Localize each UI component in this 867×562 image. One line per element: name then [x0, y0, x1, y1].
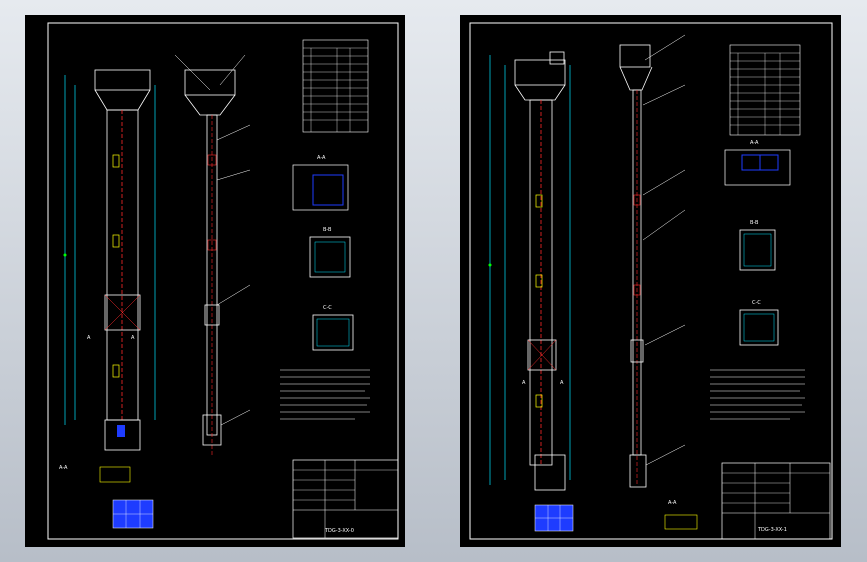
- parts-table: [729, 44, 801, 136]
- view-label: A-A: [668, 500, 677, 506]
- title-block: [292, 459, 399, 539]
- section-views: [724, 149, 791, 346]
- drawing-code: TDG-3-XX-1: [758, 527, 787, 533]
- foundation-detail: [99, 466, 154, 529]
- sheet-border: [469, 22, 833, 540]
- elevator-front-view: [63, 69, 156, 451]
- casing: [106, 109, 139, 421]
- section-label: A-A: [317, 155, 326, 161]
- drawing-left-svg: [47, 22, 399, 540]
- title-block: [721, 462, 831, 540]
- sheet-border: [47, 22, 399, 540]
- section-label: B-B: [323, 227, 332, 233]
- drawing-right-svg: [469, 22, 833, 540]
- section-label: C-C: [323, 305, 332, 311]
- foundation-detail: [534, 504, 698, 532]
- section-label: B-B: [750, 220, 759, 226]
- view-label: A-A: [59, 465, 68, 471]
- elevator-front-view: [488, 51, 571, 491]
- technical-notes: [280, 369, 370, 420]
- elevator-side-view: [174, 54, 251, 455]
- section-label: C-C: [752, 300, 761, 306]
- boot: [104, 419, 141, 451]
- view-label: A: [131, 335, 135, 341]
- section-views: [292, 164, 354, 351]
- drawing-code: TDG-3-XX-0: [325, 528, 354, 534]
- section-label: A-A: [750, 140, 759, 146]
- drawing-sheet-left: A-A B-B C-C A A A-A TDG-3-XX-0: [25, 15, 405, 547]
- drawing-sheet-right: A-A B-B C-C A A A-A TDG-3-XX-1: [460, 15, 841, 547]
- view-label: A: [522, 380, 526, 386]
- elevator-side-view: [619, 34, 686, 488]
- parts-table: [302, 39, 369, 133]
- technical-notes: [710, 369, 805, 420]
- head-housing: [94, 69, 151, 91]
- view-label: A: [87, 335, 91, 341]
- view-label: A: [560, 380, 564, 386]
